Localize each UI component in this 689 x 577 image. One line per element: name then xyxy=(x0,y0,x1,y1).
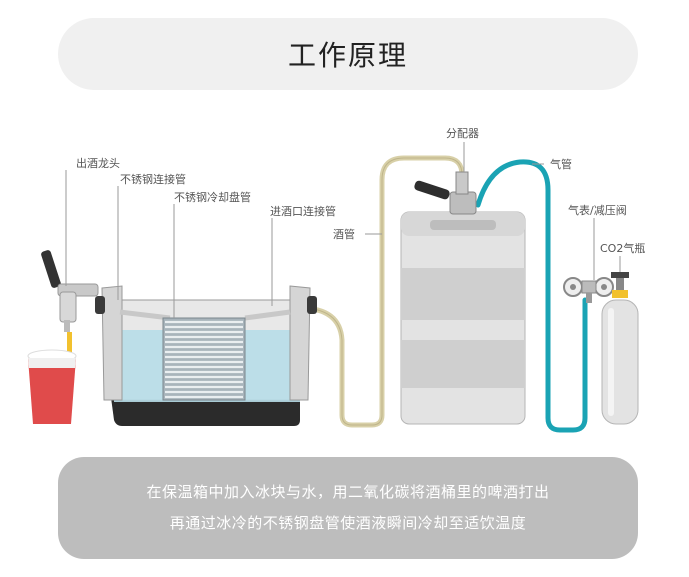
coupler xyxy=(414,171,477,215)
title-banner: 工作原理 xyxy=(58,18,638,90)
label-beer-line: 酒管 xyxy=(333,227,355,241)
cooling-coil xyxy=(162,317,246,401)
label-inlet: 进酒口连接管 xyxy=(270,204,336,218)
label-coil: 不锈钢冷却盘管 xyxy=(174,190,251,204)
regulator xyxy=(563,277,614,303)
caption-line-2: 再通过冰冷的不锈钢盘管使酒液瞬间冷却至适饮温度 xyxy=(169,514,527,532)
label-coupler: 分配器 xyxy=(446,127,479,140)
label-steel-pipe: 不锈钢连接管 xyxy=(120,172,186,186)
caption-panel: 在保温箱中加入冰块与水，用二氧化碳将酒桶里的啤酒打出 再通过冰冷的不锈钢盘管使酒… xyxy=(58,457,638,559)
beer-tap xyxy=(41,250,99,332)
beer-keg xyxy=(400,211,526,425)
label-co2: CO2气瓶 xyxy=(600,241,645,255)
caption-line-1: 在保温箱中加入冰块与水，用二氧化碳将酒桶里的啤酒打出 xyxy=(146,483,550,501)
label-regulator: 气表/减压阀 xyxy=(568,203,627,217)
beer-cup xyxy=(27,332,77,424)
co2-bottle xyxy=(601,272,639,425)
page-title: 工作原理 xyxy=(287,39,408,72)
label-tap: 出酒龙头 xyxy=(76,156,120,170)
label-gas-line: 气管 xyxy=(550,157,572,171)
gas-line xyxy=(475,159,588,433)
